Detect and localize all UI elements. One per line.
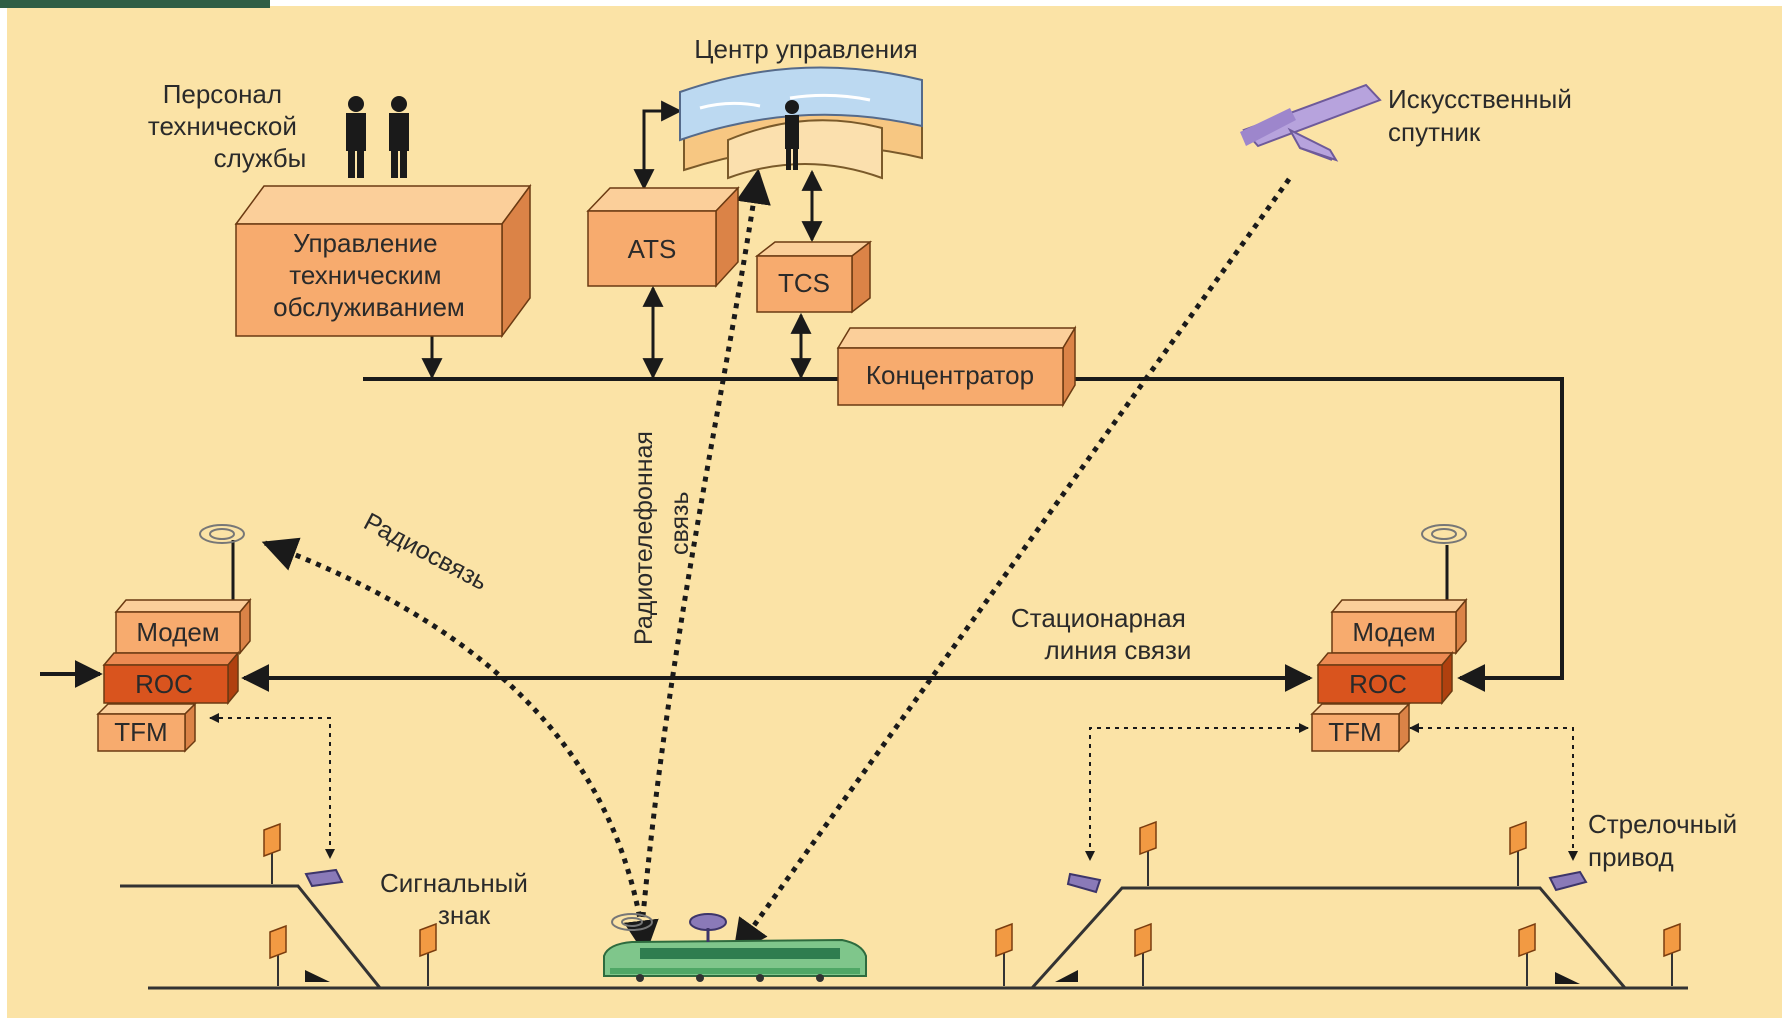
switch-label: Стрелочный привод <box>1588 809 1744 872</box>
control-center-icon <box>679 66 923 180</box>
railway-tracks <box>120 884 1688 990</box>
track-switch-points <box>305 970 1580 984</box>
roc-right-label: ROC <box>1349 669 1407 699</box>
concentrator-box-label: Концентратор <box>866 360 1034 390</box>
signal-head <box>269 924 287 960</box>
train-icon <box>603 913 867 982</box>
maintenance-box: Управление техническим обслуживанием <box>234 183 532 339</box>
control-center-title: Центр управления <box>694 34 917 64</box>
radiophone-label: Радиотелефонная связь <box>630 431 694 645</box>
center-ats-link <box>633 100 683 191</box>
satellite-icon <box>1240 83 1382 162</box>
tfm-right-box: TFM <box>1310 702 1411 753</box>
tfm-left-box: TFM <box>96 702 197 753</box>
tfm-left-label: TFM <box>114 717 167 747</box>
tfm-links <box>209 713 1578 861</box>
roc-left-box: ROC <box>102 650 240 706</box>
tcs-box-label: TCS <box>778 268 830 298</box>
signal-icon <box>263 820 1681 986</box>
tcs-box: TCS <box>754 240 873 314</box>
switch-motor-icon <box>304 868 1588 894</box>
signal-head <box>263 822 281 858</box>
modem-left-label: Модем <box>136 617 219 647</box>
signal-head <box>1509 820 1527 856</box>
satellite-link <box>732 173 1295 955</box>
modem-left-box: Модем <box>114 597 252 656</box>
radio-links <box>261 168 1295 956</box>
svg-text:Радиотелефонная: Радиотелефонная <box>630 431 658 645</box>
personnel-label: Персонал технической службы <box>148 79 307 173</box>
signal-head <box>1663 922 1681 958</box>
modem-right-box: Модем <box>1330 597 1468 656</box>
signal-label: Сигнальный знак <box>380 868 535 930</box>
tfm-right-label: TFM <box>1328 717 1381 747</box>
signal-head <box>1518 922 1536 958</box>
signal-head <box>995 922 1013 958</box>
signal-head <box>419 922 437 958</box>
modem-right-label: Модем <box>1352 617 1435 647</box>
fixed-line-label: Стационарная линия связи <box>1011 603 1193 665</box>
radio-link <box>261 537 659 956</box>
roc-right-box: ROC <box>1316 650 1454 706</box>
person-icon <box>346 96 409 178</box>
satellite-label: Искусственный спутник <box>1388 84 1579 147</box>
roc-left-label: ROC <box>135 669 193 699</box>
ats-box: ATS <box>586 186 740 288</box>
maintenance-box-label: Управление техническим обслуживанием <box>273 228 465 322</box>
svg-text:связь: связь <box>666 491 694 555</box>
concentrator-box: Концентратор <box>836 325 1077 408</box>
ats-box-label: ATS <box>628 234 677 264</box>
signal-head <box>1139 820 1157 856</box>
corner-accent <box>0 0 270 8</box>
antenna-icon <box>199 524 1467 931</box>
signal-head <box>1134 922 1152 958</box>
